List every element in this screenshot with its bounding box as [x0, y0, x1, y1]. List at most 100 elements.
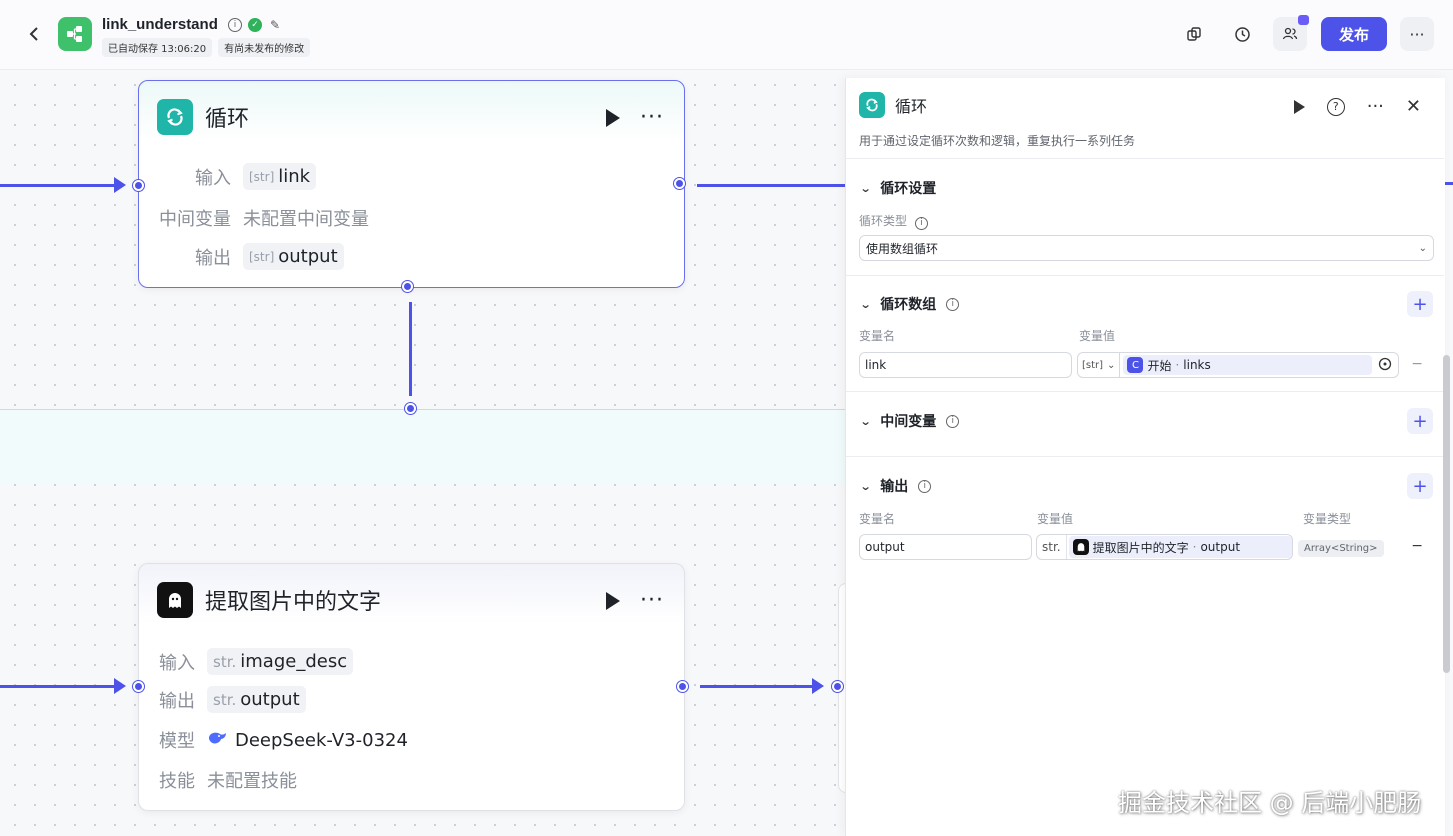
output-variable-name: output [278, 246, 338, 267]
model-value: DeepSeek-V3-0324 [235, 729, 408, 751]
col-var-value: 变量值 [1079, 329, 1116, 343]
loop-input-port[interactable] [133, 180, 144, 191]
loop-type-label-text: 循环类型 [859, 214, 908, 228]
info-icon[interactable]: i [918, 479, 932, 493]
node-settings-panel: 循环 ? ··· ✕ 用于通过设定循环次数和逻辑，重复执行一系列任务 ⌄ 循环设… [845, 78, 1445, 836]
run-icon[interactable] [1293, 99, 1305, 114]
reference-chip: C 开始 · links [1123, 355, 1372, 375]
info-icon[interactable]: i [914, 216, 928, 230]
ref-source: 提取图片中的文字 [1092, 540, 1189, 555]
info-icon[interactable]: i [228, 18, 242, 32]
output-label: 输出 [159, 690, 195, 712]
autosave-badge: 已自动保存 13:06:20 [102, 38, 213, 57]
loop-type-select[interactable]: 使用数组循环 ⌄ [859, 235, 1434, 261]
ref-field: output [1200, 540, 1241, 554]
run-node-icon[interactable] [606, 592, 621, 610]
divider [846, 158, 1444, 159]
edit-icon[interactable]: ✎ [269, 18, 281, 32]
skill-label: 技能 [159, 771, 195, 792]
top-bar: link_understand i ✓ ✎ 已自动保存 13:06:20 有尚未… [0, 0, 1453, 70]
history-icon[interactable] [1228, 20, 1256, 48]
publish-button[interactable]: 发布 [1321, 17, 1387, 51]
chevron-down-icon: ⌄ [1418, 242, 1427, 254]
panel-scrollbar[interactable] [1443, 355, 1450, 673]
divider [846, 456, 1444, 457]
edge-continuation [1445, 182, 1453, 185]
edge-into-loop [0, 184, 120, 187]
col-var-type: 变量类型 [1303, 512, 1352, 526]
node-more-icon[interactable]: ··· [640, 105, 664, 130]
deepseek-whale-icon [207, 730, 227, 750]
output-variable-chip: [str] output [243, 243, 344, 270]
edge-out-of-ocr [700, 685, 820, 688]
output-var-value-field[interactable]: str. 提取图片中的文字 · output [1036, 534, 1293, 560]
more-icon[interactable]: ··· [1366, 95, 1384, 117]
remove-icon[interactable]: − [1411, 356, 1423, 372]
next-node-input-port[interactable] [832, 681, 843, 692]
target-icon[interactable] [1372, 357, 1398, 374]
panel-title: 循环 [895, 97, 928, 116]
watermark: 掘金技术社区 @ 后端小肥肠 [1118, 789, 1422, 817]
divider [846, 391, 1444, 392]
ocr-output-port[interactable] [677, 681, 688, 692]
loop-body-port[interactable] [405, 403, 416, 414]
section-title: 输出 [880, 479, 909, 495]
chevron-down-icon: ⌄ [1107, 359, 1116, 371]
node-more-icon[interactable]: ··· [640, 588, 664, 613]
ghost-icon [157, 582, 193, 618]
ref-field: links [1183, 358, 1211, 372]
unpublished-badge: 有尚未发布的修改 [218, 38, 311, 57]
model-label: 模型 [159, 731, 195, 752]
col-var-value: 变量值 [1037, 512, 1074, 526]
help-icon[interactable]: ? [1326, 97, 1345, 116]
divider [846, 275, 1444, 276]
remove-icon[interactable]: − [1411, 538, 1423, 554]
loop-bottom-port[interactable] [402, 281, 413, 292]
type-select[interactable]: [str] ⌄ [1078, 353, 1121, 377]
output-variable-name: output [240, 689, 300, 710]
app-logo-icon [58, 17, 92, 51]
ocr-input-port[interactable] [133, 681, 144, 692]
section-title: 循环设置 [880, 181, 937, 197]
skill-value: 未配置技能 [207, 771, 297, 792]
loop-var-name-input[interactable]: link [859, 352, 1072, 378]
string-type-icon: str. [213, 652, 237, 671]
add-output-button[interactable]: + [1407, 473, 1433, 499]
edge-out-of-loop [697, 184, 845, 187]
section-loop-array[interactable]: ⌄ 循环数组 i [859, 294, 960, 314]
close-icon[interactable]: ✕ [1405, 96, 1421, 117]
output-var-name-input[interactable]: output [859, 534, 1032, 560]
add-intermediate-button[interactable]: + [1407, 408, 1433, 434]
input-variable-chip: str. image_desc [207, 648, 354, 675]
section-title: 中间变量 [880, 414, 937, 430]
workflow-canvas[interactable]: 循环 ··· 输入 [str] link 中间变量 未配置中间变量 输出 [st… [0, 70, 845, 836]
copy-icon[interactable] [1180, 20, 1208, 48]
info-icon[interactable]: i [946, 297, 960, 311]
info-icon[interactable]: i [946, 414, 960, 428]
chevron-down-icon: ⌄ [859, 297, 872, 311]
intermediate-value: 未配置中间变量 [243, 209, 369, 230]
chevron-down-icon: ⌄ [859, 181, 872, 195]
loop-type-value: 使用数组循环 [866, 241, 939, 256]
intermediate-label: 中间变量 [159, 209, 231, 230]
ocr-node[interactable]: 提取图片中的文字 ··· 输入 str. image_desc 输出 str. … [138, 563, 685, 811]
chevron-down-icon: ⌄ [859, 414, 872, 428]
variable-type-tag: Array<String> [1298, 540, 1384, 557]
section-intermediate[interactable]: ⌄ 中间变量 i [859, 411, 960, 431]
section-loop-settings[interactable]: ⌄ 循环设置 [859, 178, 937, 198]
loop-node[interactable]: 循环 ··· 输入 [str] link 中间变量 未配置中间变量 输出 [st… [138, 80, 685, 288]
section-title: 循环数组 [880, 297, 937, 313]
loop-output-port[interactable] [674, 178, 685, 189]
check-circle-icon: ✓ [248, 18, 262, 32]
arrow-icon [114, 177, 126, 193]
run-node-icon[interactable] [606, 109, 621, 127]
more-menu-button[interactable]: ··· [1400, 17, 1434, 51]
back-icon[interactable] [24, 24, 44, 44]
add-loop-array-button[interactable]: + [1407, 291, 1433, 317]
start-node-icon: C [1127, 357, 1144, 373]
loop-var-value-field[interactable]: [str] ⌄ C 开始 · links [1077, 352, 1399, 378]
loop-icon [859, 92, 885, 118]
section-output[interactable]: ⌄ 输出 i [860, 476, 932, 496]
output-variable-chip: str. output [207, 686, 306, 713]
input-variable-name: image_desc [240, 651, 348, 672]
